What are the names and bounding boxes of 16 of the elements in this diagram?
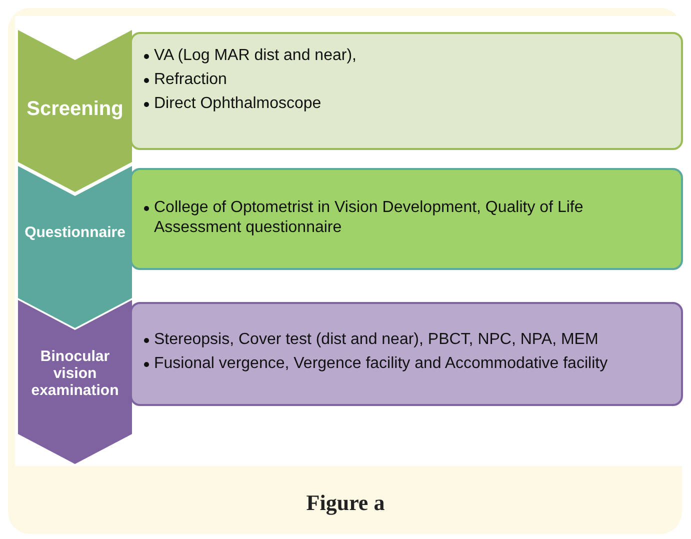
bullet-item: Stereopsis, Cover test (dist and near), PBCT, NPC, NPA, MEM	[154, 330, 598, 350]
bullet-item: Direct Ophthalmoscope	[154, 94, 322, 114]
content-box	[130, 32, 683, 150]
figure-caption: Figure a	[305, 490, 386, 516]
bullet-item: College of Optometrist in Vision Development, Quality of Life Assessment questionnaire	[154, 198, 584, 238]
bullet-item: Refraction	[154, 70, 227, 90]
stage-banner	[18, 166, 132, 328]
bullet-item: VA (Log MAR dist and near),	[154, 46, 356, 66]
stage-title: Binocular vision examination	[30, 348, 120, 399]
content-box	[130, 168, 683, 270]
stage-title: Questionnaire	[24, 224, 126, 241]
stage-banner	[18, 300, 132, 464]
content-box	[130, 302, 683, 406]
stage-banner	[18, 30, 132, 192]
bullet-item: Fusional vergence, Vergence facility and Accommodative facility	[154, 354, 608, 374]
stage-title: Screening	[26, 98, 124, 121]
